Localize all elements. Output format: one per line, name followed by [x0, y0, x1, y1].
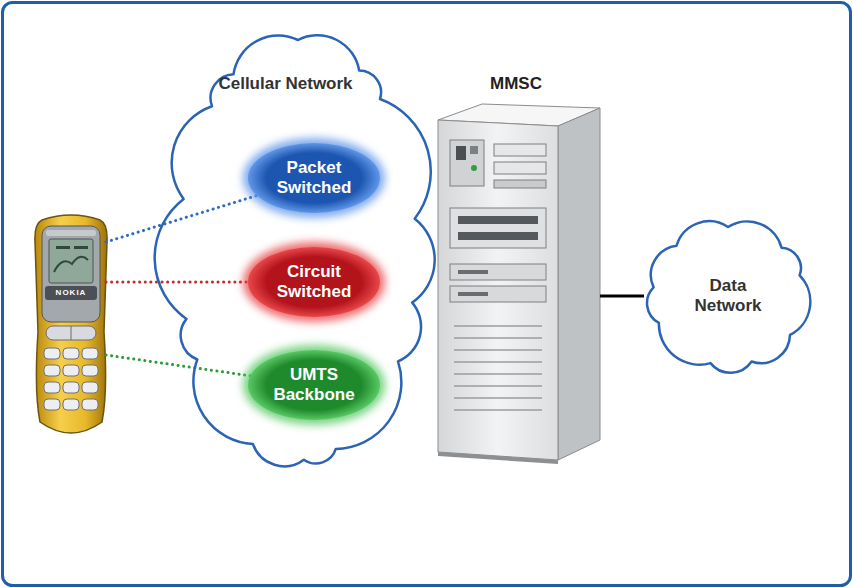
node-label: MMSC [430, 68, 602, 94]
phone-device: NOKIA [32, 212, 110, 438]
dotted-link [106, 196, 257, 242]
data-link [600, 295, 644, 298]
network-cloud: Packet SwitchedCircuit SwitchedUMTS Back… [158, 18, 438, 482]
dotted-link [106, 355, 250, 376]
node-label: Circuit Switched [264, 262, 364, 301]
dotted-link [106, 281, 248, 284]
network-ellipse: Circuit Switched [246, 245, 382, 319]
node-label: UMTS Backbone [264, 365, 364, 404]
frame-border [3, 3, 851, 586]
node-label: Packet Switched [264, 158, 364, 197]
node-label: Data Network [682, 276, 774, 315]
server-node: MMSC [430, 68, 602, 462]
network-ellipse: UMTS Backbone [246, 348, 382, 422]
brand-label: NOKIA [32, 212, 110, 300]
server-illustration [438, 104, 600, 464]
phone-illustration [35, 215, 107, 433]
network-ellipse: Packet Switched [246, 141, 382, 215]
node-label: Cellular Network [198, 18, 373, 94]
network-cloud: Data Network [638, 212, 818, 380]
